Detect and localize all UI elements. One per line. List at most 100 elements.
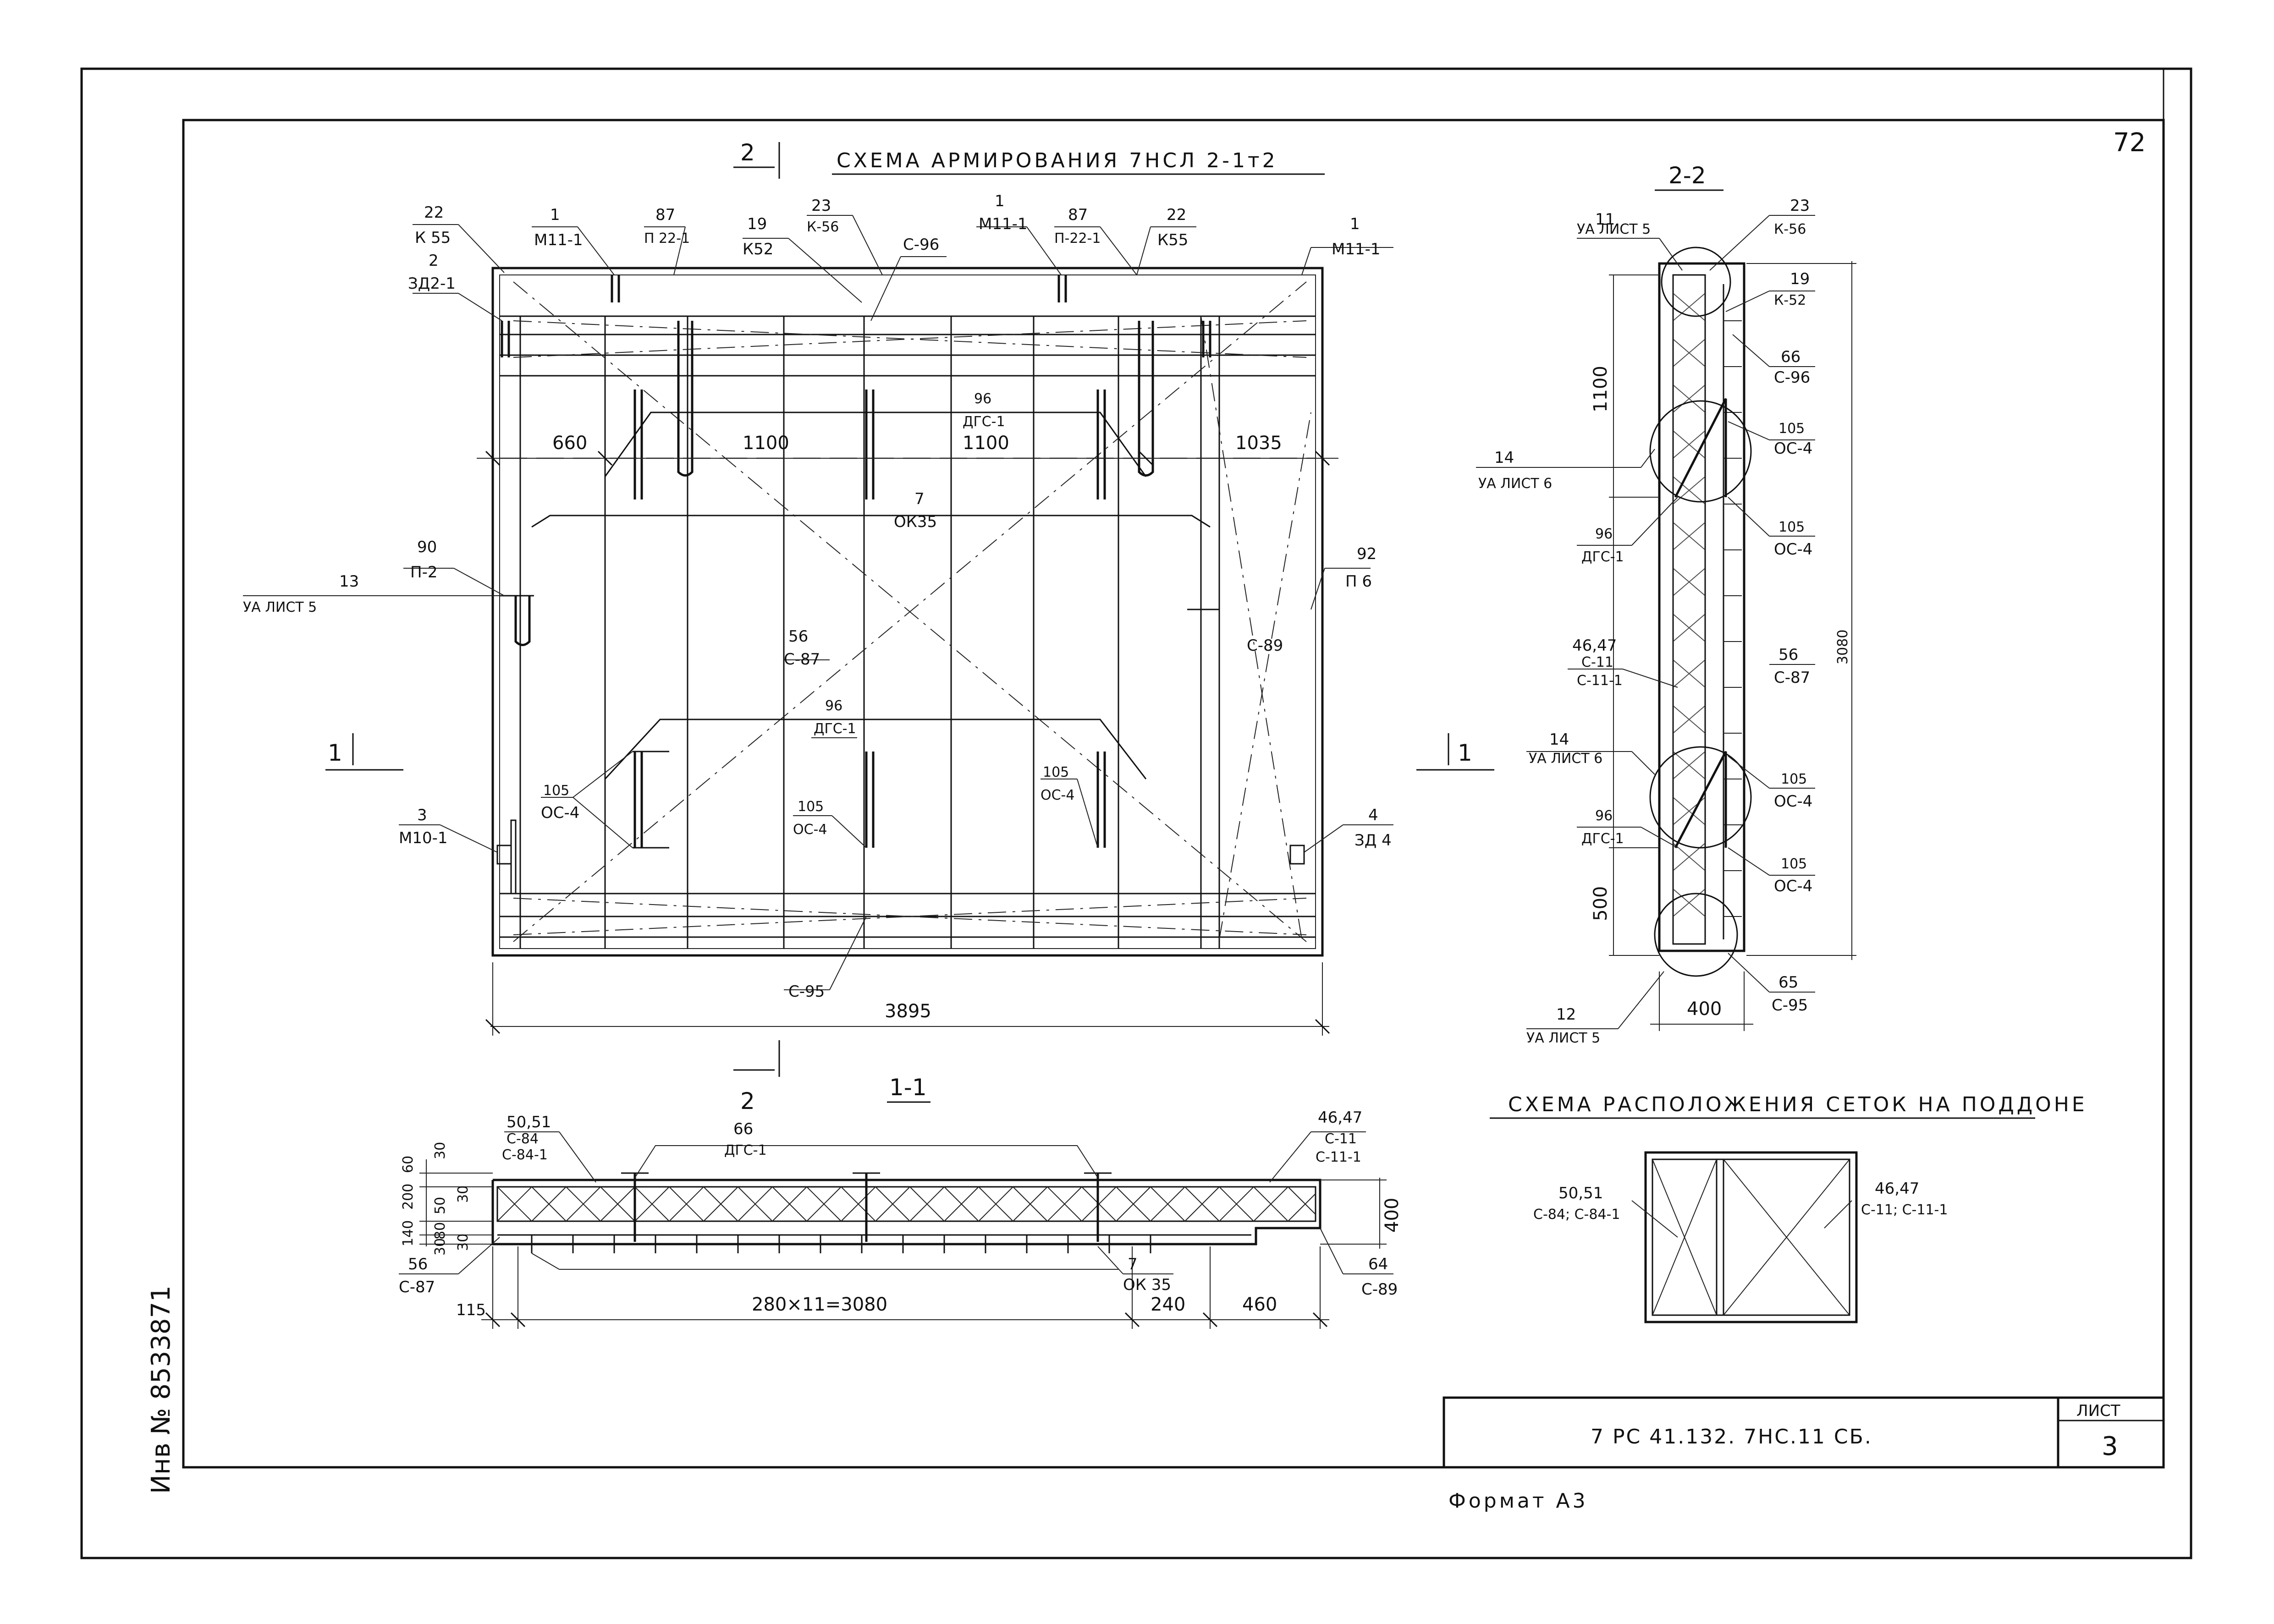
- label-96-lower: 96: [825, 698, 842, 714]
- label-ok35: ОК35: [894, 513, 937, 531]
- s22-label-dgs1-a: ДГС-1: [1581, 549, 1624, 565]
- s22-label-14-b: 14: [1549, 730, 1569, 749]
- mesh-label-4647: 46,47: [1875, 1180, 1919, 1198]
- s11-dim-30-d: 30: [455, 1234, 471, 1251]
- s22-label-105-c: 105: [1781, 771, 1807, 787]
- label-c96-top: С-96: [903, 236, 939, 254]
- label-105-left: 105: [543, 783, 569, 799]
- label-2: 2: [429, 252, 439, 270]
- label-105-right: 105: [1043, 764, 1069, 780]
- label-87-right: 87: [1068, 206, 1088, 224]
- s22-label-12: 12: [1556, 1005, 1576, 1024]
- mesh-label-c84: С-84; С-84-1: [1533, 1207, 1620, 1223]
- label-7: 7: [914, 490, 925, 508]
- s11-label-4647: 46,47: [1318, 1108, 1362, 1127]
- s11-label-5051: 50,51: [507, 1113, 551, 1131]
- label-ua-sheet5-left: УА ЛИСТ 5: [243, 599, 317, 615]
- s22-label-c96: С-96: [1774, 368, 1810, 387]
- sheet-number: 72: [2113, 128, 2146, 158]
- label-oc4-mid: ОС-4: [793, 822, 827, 838]
- s11-label-c11-1: С-11-1: [1316, 1149, 1361, 1165]
- stamp-block: 7 РС 41.132. 7НС.11 СБ. ЛИСТ 3: [1443, 1396, 2165, 1469]
- label-1-left: 1: [550, 206, 560, 224]
- s22-label-oc4-c: ОС-4: [1774, 792, 1812, 811]
- s11-label-66: 66: [733, 1120, 753, 1138]
- label-dgs1-upper: ДГС-1: [963, 414, 1005, 430]
- mesh-scheme-title: СХЕМА РАСПОЛОЖЕНИЯ СЕТОК НА ПОДДОНЕ: [1508, 1093, 2087, 1116]
- label-m11-1-left: М11-1: [534, 231, 583, 249]
- cut-mark-1-left: 1: [328, 740, 342, 766]
- s11-label-dgs1: ДГС-1: [724, 1142, 767, 1158]
- s11-dim-60: 60: [400, 1156, 416, 1173]
- label-p2: П-2: [410, 563, 437, 582]
- dim-3080-section22: 3080: [1835, 630, 1851, 664]
- s22-label-23: 23: [1790, 197, 1810, 215]
- mesh-label-c11: С-11; С-11-1: [1861, 1202, 1948, 1218]
- label-p6: П 6: [1345, 572, 1372, 591]
- format-label: Формат А3: [1448, 1489, 1588, 1513]
- scheme-title: 2 СХЕМА АРМИРОВАНИЯ 7НСЛ 2-1т2: [733, 139, 1325, 179]
- s11-dim-30-top: 30: [432, 1142, 448, 1159]
- s11-dim-200: 200: [400, 1184, 416, 1210]
- section-1-1: 1-1: [399, 1074, 1403, 1329]
- label-oc4-left: ОС-4: [541, 804, 579, 822]
- label-90: 90: [417, 538, 437, 556]
- s11-label-c11: С-11: [1325, 1131, 1357, 1147]
- label-1-right: 1: [1350, 215, 1360, 233]
- s11-label-c87: С-87: [399, 1278, 435, 1296]
- label-oc4-right: ОС-4: [1041, 787, 1074, 803]
- label-c89-elev: С-89: [1247, 636, 1283, 655]
- stamp-code: 7 РС 41.132. 7НС.11 СБ.: [1591, 1425, 1872, 1448]
- s11-dim-30-c: 30: [432, 1238, 448, 1256]
- s11-dim-30-b: 30: [455, 1185, 471, 1203]
- s11-label-64: 64: [1368, 1255, 1388, 1273]
- s11-dim-115: 115: [456, 1301, 486, 1319]
- s22-label-96-a: 96: [1595, 526, 1613, 542]
- s22-label-19: 19: [1790, 270, 1810, 288]
- label-p22-1-right: П-22-1: [1054, 230, 1101, 247]
- label-87-left: 87: [655, 206, 675, 224]
- label-zd2-1: ЗД2-1: [408, 274, 456, 293]
- s22-label-65: 65: [1778, 973, 1798, 992]
- s22-label-oc4-b: ОС-4: [1774, 540, 1812, 559]
- s11-dim-50: 50: [432, 1197, 448, 1214]
- stamp-sheet-value: 3: [2102, 1432, 2118, 1461]
- s11-label-c89: С-89: [1361, 1280, 1398, 1299]
- stamp-sheet-label: ЛИСТ: [2076, 1402, 2120, 1420]
- label-m10-1: М10-1: [399, 829, 448, 847]
- label-56: 56: [788, 627, 808, 646]
- s22-label-c95: С-95: [1772, 996, 1808, 1015]
- dim-1100-right: 1100: [963, 433, 1009, 454]
- label-k55-top-right: К55: [1157, 231, 1188, 249]
- dim-400-section22: 400: [1687, 999, 1722, 1020]
- mesh-scheme: СХЕМА РАСПОЛОЖЕНИЯ СЕТОК НА ПОДДОНЕ 50,5…: [1490, 1093, 2087, 1323]
- dim-3895: 3895: [885, 1001, 931, 1022]
- dim-660: 660: [552, 433, 587, 454]
- s11-label-c84-1: С-84-1: [502, 1147, 548, 1163]
- s22-label-105-a: 105: [1778, 421, 1805, 437]
- label-dgs1-lower: ДГС-1: [814, 721, 856, 737]
- s22-label-4647: 46,47: [1572, 636, 1617, 655]
- label-4: 4: [1368, 806, 1378, 824]
- section-1-1-title: 1-1: [889, 1074, 927, 1101]
- label-m11-1-mid: М11-1: [979, 215, 1028, 233]
- s11-label-c84: С-84: [507, 1131, 539, 1147]
- label-c87: С-87: [784, 650, 820, 669]
- label-22-top-left: 22: [424, 203, 444, 222]
- s22-label-105-d: 105: [1781, 856, 1807, 872]
- section-2-2: 2-2: [1476, 162, 1856, 1046]
- title-text: СХЕМА АРМИРОВАНИЯ 7НСЛ 2-1т2: [837, 149, 1278, 172]
- panel-elevation: 1 1 2 22 К 55 2 ЗД2-1 1 М11-1 87 П 22-1 …: [243, 192, 1494, 1114]
- s11-dim-240: 240: [1151, 1294, 1185, 1315]
- label-k55-top-left: К 55: [415, 229, 451, 247]
- s11-dim-460: 460: [1242, 1294, 1277, 1315]
- label-22-top-right: 22: [1167, 206, 1186, 224]
- s22-label-oc4-d: ОС-4: [1774, 877, 1812, 895]
- label-k52: К52: [743, 240, 773, 258]
- mesh-label-5051: 50,51: [1558, 1184, 1603, 1202]
- s11-dim-400: 400: [1382, 1198, 1403, 1233]
- s11-label-ok35: ОК 35: [1123, 1276, 1171, 1294]
- label-zd4: ЗД 4: [1354, 831, 1392, 850]
- cut-mark-2-bottom: 2: [740, 1088, 755, 1114]
